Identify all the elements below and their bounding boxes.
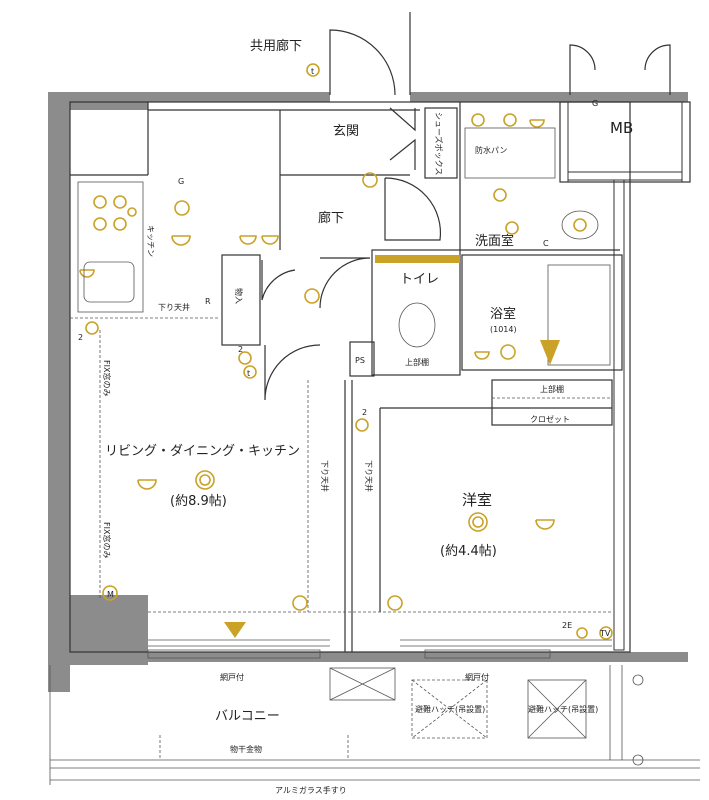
stove [93, 195, 137, 231]
label-western-size: (約4.4帖) [440, 544, 497, 559]
label-closet: クロゼット [530, 414, 570, 424]
label-hatch-right: 避難ハッチ(吊設置) [528, 704, 598, 714]
mb-hatch [559, 101, 691, 651]
label-upper-shelf-toilet: 上部棚 [405, 357, 429, 367]
symbol-t2: t [247, 369, 250, 378]
symbol-2e: 2E [562, 621, 572, 630]
label-bath: 浴室 [490, 306, 516, 322]
bottom-wall [140, 652, 688, 662]
label-upper-shelf-closet: 上部棚 [540, 384, 564, 394]
label-western-room: 洋室 [462, 491, 492, 509]
label-drying-rack: 物干金物 [230, 744, 262, 754]
label-lowered-ceiling-right: 下り天井 [364, 460, 374, 492]
label-balcony: バルコニー [215, 709, 280, 724]
label-ldk: リビング・ダイニング・キッチン [105, 444, 300, 459]
label-mb: MB [610, 119, 633, 137]
symbol-2a: 2 [78, 333, 83, 342]
entrance-door [329, 29, 396, 96]
label-lowered-ceiling-kitchen: 下り天井 [158, 302, 190, 312]
label-common-corridor: 共用廊下 [250, 38, 302, 54]
symbol-tv: TV [599, 629, 611, 638]
symbol-t1: t [311, 67, 314, 76]
label-hatch-left: 避難ハッチ(吊設置) [415, 704, 485, 714]
label-shoe-box: シューズボックス [434, 112, 444, 175]
symbol-g2: G [592, 99, 598, 108]
fixtures [79, 63, 613, 640]
doors [261, 12, 671, 401]
label-washroom: 洗面室 [475, 233, 514, 249]
symbol-r: R [205, 297, 211, 306]
label-lowered-ceiling-left: 下り天井 [320, 460, 330, 492]
label-storage: 物入 [234, 288, 244, 304]
symbol-m: M [107, 590, 114, 599]
label-handrail: アルミガラス手すり [275, 785, 347, 795]
label-hallway: 廊下 [318, 210, 344, 226]
walls [48, 92, 688, 692]
label-bath-size: (1014) [490, 325, 517, 334]
label-waterproof-pan: 防水パン [475, 145, 507, 155]
symbol-c: C [543, 239, 549, 248]
label-ps: PS [355, 356, 365, 365]
top-left-wall [48, 92, 148, 110]
top-wall-c [558, 92, 688, 102]
top-wall-a [140, 92, 330, 102]
label-screen-door-right: 網戸付 [465, 672, 489, 682]
label-kitchen: キッチン [146, 225, 155, 257]
interior-lines [69, 101, 691, 659]
label-entrance: 玄関 [333, 124, 359, 139]
balcony-area [49, 665, 700, 785]
label-ldk-size: (約8.9帖) [170, 494, 227, 509]
symbol-2c: 2 [362, 408, 367, 417]
top-wall-b [410, 92, 570, 102]
label-fixed-glass-top: FIX窓のみ [102, 360, 112, 396]
label-screen-door-left: 網戸付 [220, 672, 244, 682]
symbol-g1: G [178, 177, 184, 186]
bottom-left-wall [48, 595, 148, 665]
label-fixed-glass-bottom: FIX窓のみ [102, 522, 112, 558]
label-toilet: トイレ [400, 272, 439, 287]
left-wall [48, 92, 70, 692]
symbol-2b: 2 [238, 345, 243, 354]
